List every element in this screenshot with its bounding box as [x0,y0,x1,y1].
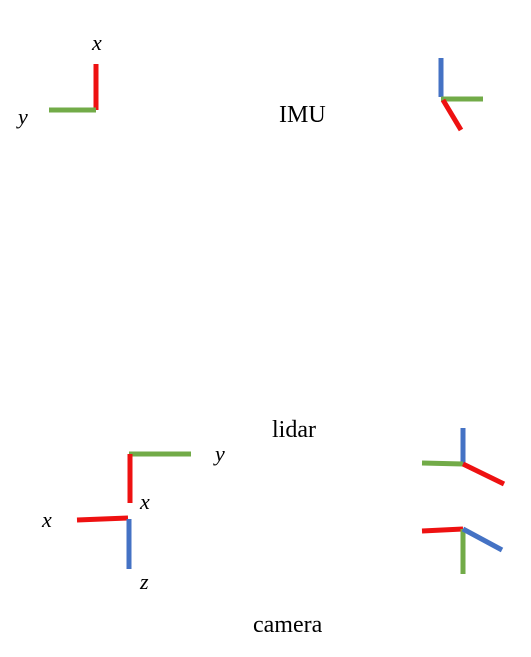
imu-3d-triad [438,58,483,132]
camera-frame-title: camera [253,612,323,638]
imu-frame-title: IMU [279,102,326,128]
camera-3d-x-axis [421,526,464,534]
lidar-x-label: x [139,489,150,514]
lidar-y-label: y [213,441,225,466]
lidar-3d-triad [421,428,506,487]
imu-3d-x-axis [440,98,464,132]
lidar-frame-title: lidar [272,417,316,443]
camera-3d-z-axis [461,526,504,553]
lidar-3d-y-axis [421,460,464,467]
camera-z-label: z [139,569,149,594]
imu-x-label: x [91,30,102,55]
camera-axes: x z [41,507,149,594]
imu-axes: x y [16,30,102,129]
lidar-3d-x-axis [461,461,506,487]
camera-3d-triad [421,526,504,574]
camera-x-label: x [41,507,52,532]
camera-x-axis [76,515,129,523]
imu-y-label: y [16,104,28,129]
lidar-axes: y x [127,441,225,514]
